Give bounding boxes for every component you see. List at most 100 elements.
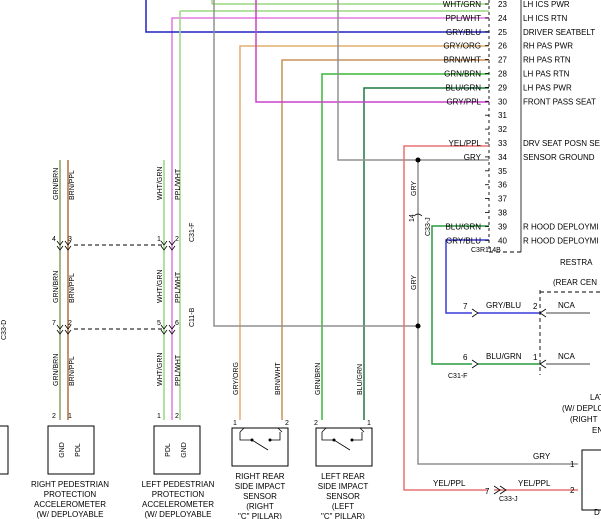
left-rear-caption: SENSOR [326,492,360,501]
pin-1c: 1 [68,413,72,420]
right-module-box [581,449,601,511]
top-pin-number: 39 [498,222,507,231]
c33j-connector-arc [413,213,423,217]
lr-switch [321,432,363,451]
label-brn-wht: BRN/WHT [275,362,282,395]
lr-box [315,427,373,467]
lateral-1: LAT [590,393,601,402]
top-pin-number: 25 [498,28,507,37]
label-ppl-wht-2: PPL/WHT [175,271,182,303]
top-wires [145,0,590,491]
label-grn-brn-1: GRN/BRN [53,168,60,200]
label-grn-brn-s: GRN/BRN [315,363,322,395]
nca-wire: GRY/BLU [486,301,521,310]
label-brn-ppl-2: BRN/PPL [69,273,76,303]
top-pin-number: 26 [498,42,507,51]
label-wht-grn-1: WHT/GRN [157,167,164,200]
sensor-captions: RIGHT PEDESTRIANPROTECTIONACCELEROMETER(… [31,472,368,519]
label-gry-org: GRY/ORG [233,362,240,395]
nca-wire: BLU/GRN [486,352,522,361]
wire-28 [321,73,489,420]
top-pin-wire-label: GRY/BLU [446,236,481,245]
top-pin-number: 32 [498,125,507,134]
label-ppl-wht-3: PPL/WHT [175,354,182,386]
label-ppl-wht-1: PPL/WHT [175,168,182,200]
c33j-vertical: C33-J [425,217,432,236]
left-pedestrian-caption: LEFT PEDESTRIAN [142,480,215,489]
pin-5: 5 [157,320,161,327]
nca-chevron-r [539,359,547,369]
c33j-chevrons [493,485,507,495]
connector-chevron [64,324,72,335]
left-rear-caption: "C" PILLAR) [321,512,365,519]
splice-dot-lower [415,323,421,329]
gry-label-lower: GRY [411,275,418,290]
top-pin-desc: RH PAS PWR [523,42,573,51]
connector-chevron [64,240,72,251]
label-c33d: C33-D [1,320,8,340]
pin-3: 3 [68,236,72,243]
connector-id: C3R114B [471,247,501,254]
nca-chevron [471,359,479,369]
top-pin-wire-label: BRN/WHT [444,56,481,65]
left-pedestrian-caption: PROTECTION [152,490,205,499]
top-pin-number: 24 [498,14,507,23]
rp-box [47,425,95,475]
wire-29 [363,87,489,420]
restraint-label-2: (REAR CEN [553,278,597,287]
right-pedestrian-caption: (W/ DEPLOYABLE [37,510,104,519]
top-pin-number: 27 [498,56,507,65]
rr-box [231,427,289,467]
top-pin-number: 36 [498,181,507,190]
top-pin-wire-label: GRY/ORG [443,42,481,51]
top-pin-desc: DRV SEAT POSN SE [523,139,600,148]
right-module-pin1: 1 [570,460,575,469]
top-pin-wire-label: WHT/GRN [443,0,481,9]
pin-2c: 2 [52,413,56,420]
top-pin-number: 40 [498,236,507,245]
right-rear-caption: (RIGHT [246,502,274,511]
right-rear-caption: SENSOR [243,492,277,501]
top-pin-desc: RH PAS RTN [523,56,571,65]
top-pin-desc: LH PAS RTN [523,70,570,79]
top-pin-number: 34 [498,153,507,162]
splice-dot-upper [415,157,421,163]
top-pin-desc: R HOOD DEPLOYMI [523,222,599,231]
nca-pin-left: 6 [463,353,468,362]
top-pin-number: 37 [498,195,507,204]
lp-gnd: GND [181,442,188,458]
right-module-label: D [594,508,600,517]
right-pedestrian-caption: ACCELEROMETER [34,500,106,509]
top-pin-wire-label: GRY/PPL [446,97,481,106]
lateral-2: (W/ DEPLO [562,404,601,413]
left-pedestrian-caption: (W/ DEPLOYABLE [145,510,212,519]
right-module-pin2: 2 [570,486,575,495]
connector-chevron [56,324,64,335]
pin-1f: 1 [367,420,371,427]
wire-25 [145,0,489,33]
right-rear-side-impact-sensor [231,427,289,467]
pin-2d: 2 [175,413,179,420]
top-pin-wire-label: GRY/BLU [446,28,481,37]
pin-2f: 2 [314,420,318,427]
label-grn-brn-3: GRN/BRN [53,354,60,386]
gry-lower-right: GRY [533,452,551,461]
lp-box [153,425,201,475]
nca-pin-right: 1 [533,353,538,362]
rp-pdl: PDL [75,443,82,457]
rr-contact [250,438,254,442]
nca-pin-right: 2 [533,302,538,311]
top-pin-desc: R HOOD DEPLOYMI [523,236,599,245]
pin-1e: 1 [233,420,237,427]
pin-4: 4 [52,236,56,243]
pin-2b: 2 [68,320,72,327]
right-pedestrian-caption: PROTECTION [44,490,97,499]
top-pin-wire-label: YEL/PPL [449,139,482,148]
wire-30 [255,0,489,103]
left-rear-caption: (LEFT [332,502,354,511]
pin-2e: 2 [285,420,289,427]
connector-chevron [168,324,176,335]
wire-gry-trunk [417,160,578,465]
